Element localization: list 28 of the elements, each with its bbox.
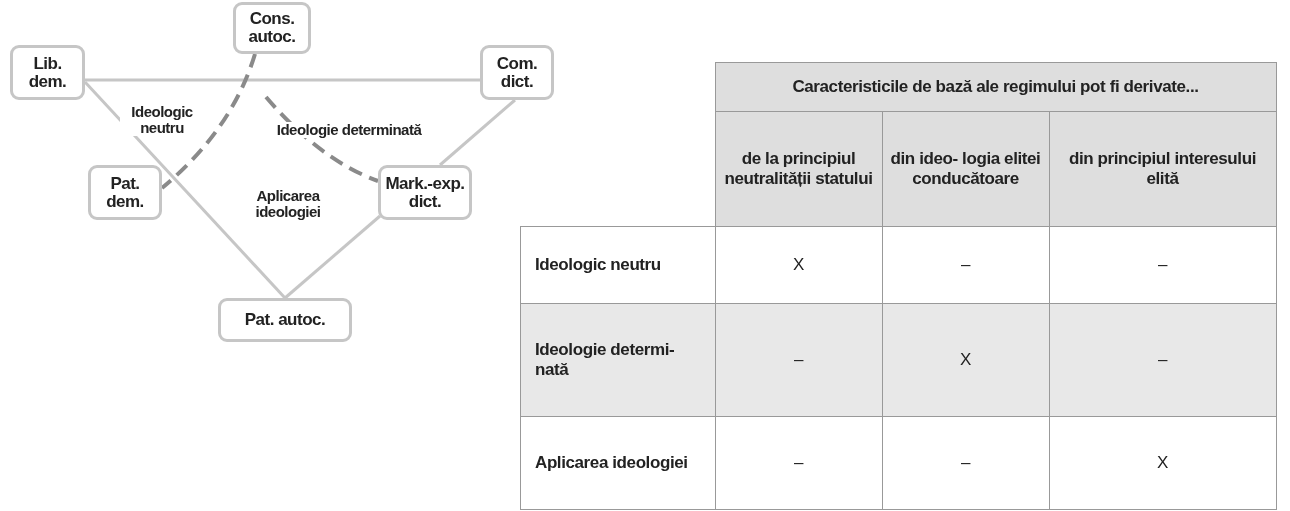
category-box: Pat. dem.: [88, 165, 162, 220]
dashed-boundary-line: [160, 53, 257, 190]
category-box: Lib. dem.: [10, 45, 85, 100]
table-cell: –: [882, 416, 1049, 510]
table-cell: –: [715, 416, 882, 510]
column-header: de la principiul neutralității statului: [715, 111, 882, 227]
row-header: Ideologic neutru: [520, 226, 715, 304]
table-cell: –: [715, 303, 882, 417]
triangle-side-line: [83, 80, 287, 300]
triangle-side-line: [284, 214, 381, 300]
table-cell: X: [1049, 416, 1276, 510]
category-box: Pat. autoc.: [218, 298, 352, 342]
table-cell: –: [882, 226, 1049, 304]
category-box: Cons. autoc.: [233, 2, 311, 54]
column-header: din principiul interesului elită: [1049, 111, 1276, 227]
row-header: Ideologie determi- nată: [520, 303, 715, 417]
table-cell: –: [1049, 226, 1276, 304]
dashed-boundary-line: [264, 95, 379, 183]
category-box: Mark.-exp. dict.: [378, 165, 472, 220]
table-cell: X: [882, 303, 1049, 417]
table-header: Caracteristicile de bază ale regimului pot fi derivate...: [715, 62, 1276, 112]
table-cell: –: [1049, 303, 1276, 417]
row-header: Aplicarea ideologiei: [520, 416, 715, 510]
triangle-side-line: [85, 78, 480, 82]
category-box: Com. dict.: [480, 45, 554, 100]
column-header: din ideo- logia elitei conducătoare: [882, 111, 1049, 227]
table-cell: X: [715, 226, 882, 304]
triangle-side-line: [439, 98, 516, 167]
